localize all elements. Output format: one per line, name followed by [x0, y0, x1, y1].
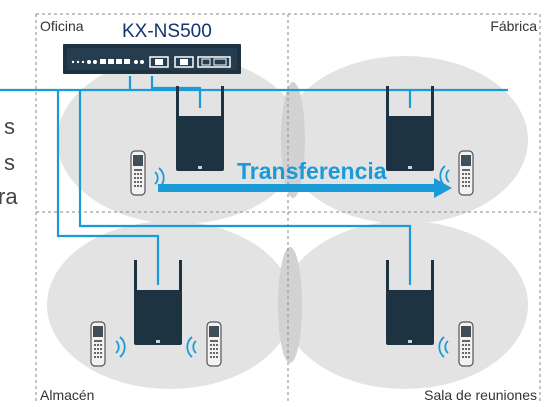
- handset-office: [130, 150, 146, 196]
- pbx-unit: [63, 44, 241, 74]
- handset-warehouse-left: [90, 321, 106, 367]
- handset-warehouse-right: [206, 321, 222, 367]
- zone-borders: [35, 13, 541, 404]
- handset-meeting: [458, 321, 474, 367]
- coverage-overlap-bottom: [278, 247, 302, 363]
- zone-label-meeting-room: Sala de reuniones: [424, 387, 537, 403]
- handover-arrow: [158, 178, 452, 198]
- handset-factory: [458, 150, 474, 196]
- handover-label: Transferencia: [237, 158, 387, 184]
- zone-label-factory: Fábrica: [490, 18, 537, 34]
- zone-label-office: Oficina: [40, 18, 84, 34]
- coverage-overlap-top: [281, 82, 305, 198]
- zone-label-warehouse: Almacén: [40, 387, 94, 403]
- edge-text-fragment: ra: [0, 184, 18, 209]
- device-model-label: KX-NS500: [122, 21, 212, 42]
- edge-text-fragment: s: [4, 150, 15, 175]
- edge-text-fragment: s: [4, 114, 15, 139]
